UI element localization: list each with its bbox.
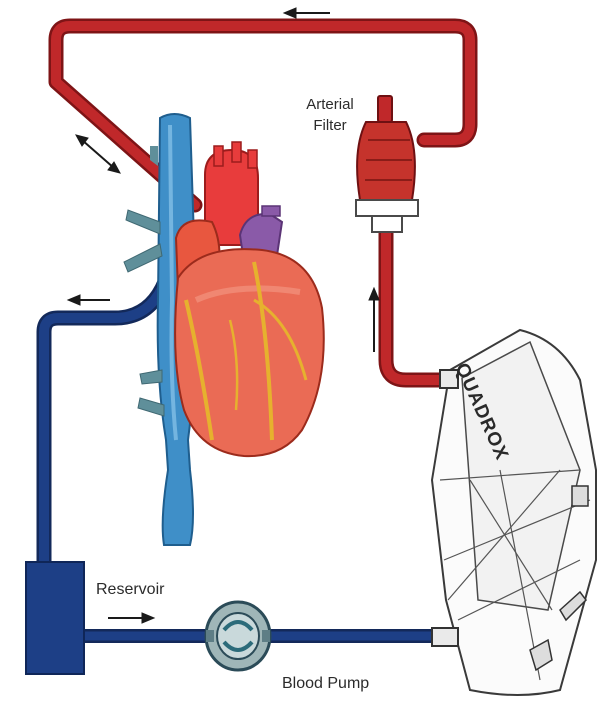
reservoir-label: Reservoir xyxy=(96,581,164,599)
heart-illustration xyxy=(175,142,324,456)
blood-pump-label: Blood Pump xyxy=(282,675,369,693)
arterial-filter-label-line2: Filter xyxy=(286,115,374,136)
reservoir-box xyxy=(26,562,84,674)
arterial-filter-label: Arterial Filter xyxy=(286,94,374,136)
venous-line xyxy=(44,282,165,568)
arterial-filter-label-line1: Arterial xyxy=(286,94,374,115)
arterial-line xyxy=(386,232,455,380)
blood-pump-icon xyxy=(206,602,270,670)
